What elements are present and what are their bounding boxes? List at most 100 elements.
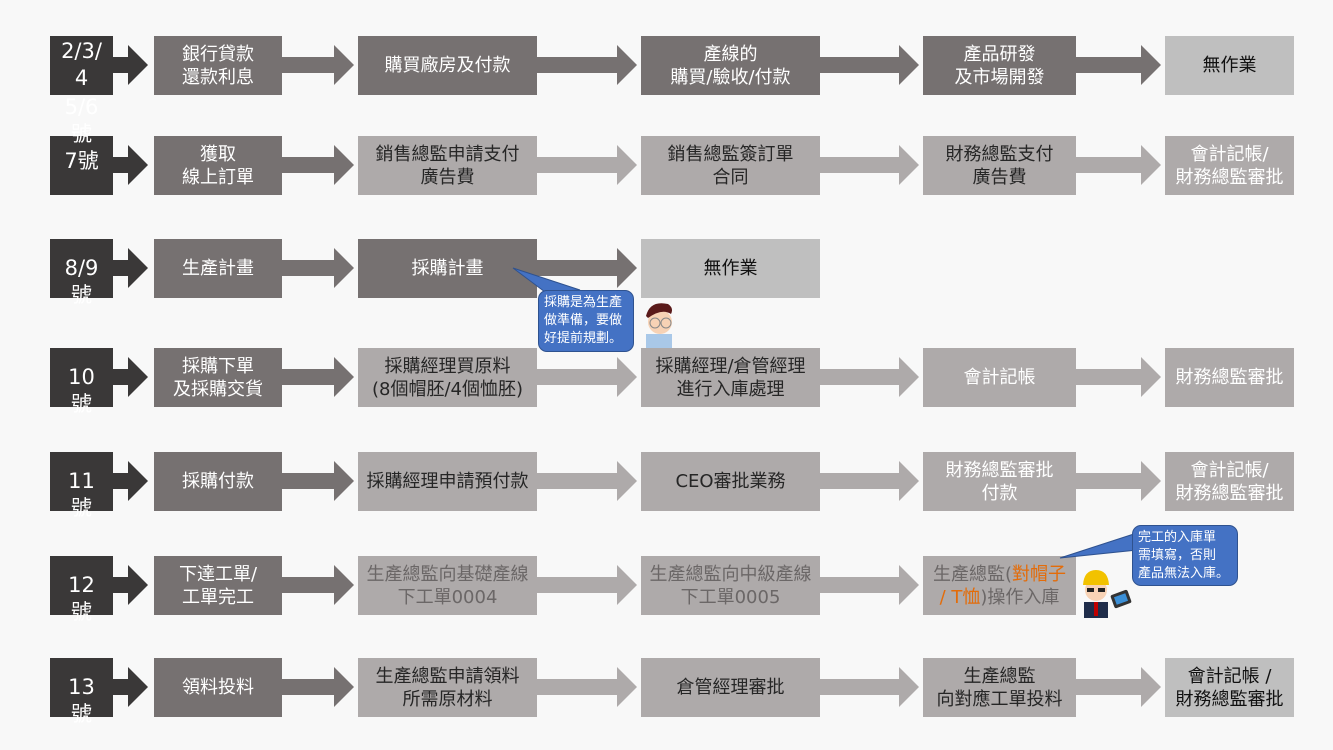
day-label: 2/3/ 4: [61, 39, 102, 90]
arrow-head: [128, 565, 148, 605]
step-label: 生產總監申請領料 所需原材料: [375, 665, 520, 710]
step-label: CEO審批業務: [675, 471, 786, 492]
process-step[interactable]: 會計記帳/ 財務總監審批: [1165, 136, 1294, 195]
process-step[interactable]: 購買廠房及付款: [358, 36, 537, 95]
step-label: 生產總監 向對應工單投料: [936, 665, 1063, 710]
process-step[interactable]: 無作業: [641, 239, 820, 298]
process-step[interactable]: 倉管經理審批: [641, 658, 820, 717]
process-step[interactable]: 財務總監審批 付款: [923, 452, 1076, 511]
process-step[interactable]: 產線的 購買/驗收/付款: [641, 36, 820, 95]
arrow-shaft: [1076, 473, 1143, 489]
process-step[interactable]: 採購付款: [154, 452, 282, 511]
arrow-icon: [113, 145, 148, 185]
process-step[interactable]: 採購經理買原料 (8個帽胚/4個恤胚): [358, 348, 537, 407]
process-step[interactable]: 採購經理/倉管經理 進行入庫處理: [641, 348, 820, 407]
step-label: 生產總監(對帽子 / T恤)操作入庫: [933, 563, 1066, 609]
arrow-shaft: [1076, 679, 1143, 695]
arrow-icon: [113, 565, 148, 605]
arrow-shaft: [113, 157, 130, 173]
process-step[interactable]: 銀行貸款 還款利息: [154, 36, 282, 95]
arrow-icon: [282, 248, 354, 288]
arrow-icon: [537, 248, 637, 288]
arrow-icon: [113, 667, 148, 707]
step-label: 採購經理買原料 (8個帽胚/4個恤胚): [371, 355, 523, 400]
arrow-head: [899, 461, 919, 501]
arrow-head: [617, 145, 637, 185]
process-step[interactable]: 獲取 線上訂單: [154, 136, 282, 195]
step-label: 產品研發 及市場開發: [954, 43, 1045, 88]
arrow-shaft: [282, 679, 336, 695]
step-label: 銀行貸款 還款利息: [182, 43, 254, 88]
process-step[interactable]: 採購下單 及採購交貨: [154, 348, 282, 407]
arrow-shaft: [820, 369, 901, 385]
process-step[interactable]: 生產總監向基礎產線 下工單0004: [358, 556, 537, 615]
process-step[interactable]: 產品研發 及市場開發: [923, 36, 1076, 95]
arrow-head: [899, 145, 919, 185]
arrow-icon: [820, 145, 919, 185]
process-step[interactable]: 無作業: [1165, 36, 1294, 95]
process-step[interactable]: 採購經理申請預付款: [358, 452, 537, 511]
day-label-box: 12 號: [50, 556, 113, 624]
arrow-head: [617, 248, 637, 288]
arrow-icon: [1076, 145, 1161, 185]
arrow-shaft: [537, 260, 619, 276]
process-step[interactable]: 採購計畫: [358, 239, 537, 298]
arrow-icon: [537, 45, 637, 85]
arrow-head: [617, 357, 637, 397]
arrow-icon: [537, 461, 637, 501]
arrow-shaft: [537, 157, 619, 173]
process-step[interactable]: 生產總監 向對應工單投料: [923, 658, 1076, 717]
step-label: 會計記帳: [963, 367, 1036, 388]
step-label-pre: 生產總監(: [932, 563, 1013, 585]
step-label: 下達工單/ 工單完工: [178, 563, 258, 608]
arrow-icon: [820, 667, 919, 707]
step-label: 生產總監向基礎產線 下工單0004: [366, 563, 529, 608]
arrow-head: [334, 565, 354, 605]
arrow-shaft: [537, 369, 619, 385]
arrow-icon: [1076, 357, 1161, 397]
process-step[interactable]: 會計記帳/ 財務總監審批: [1165, 452, 1294, 511]
process-step[interactable]: 生產總監(對帽子 / T恤)操作入庫: [923, 556, 1076, 615]
step-label-highlight: 對帽子 / T恤: [939, 563, 1067, 608]
arrow-head: [617, 461, 637, 501]
process-step[interactable]: CEO審批業務: [641, 452, 820, 511]
arrow-icon: [282, 461, 354, 501]
arrow-shaft: [820, 679, 901, 695]
arrow-icon: [282, 45, 354, 85]
arrow-head: [1141, 461, 1161, 501]
arrow-shaft: [537, 679, 619, 695]
arrow-icon: [113, 45, 148, 85]
process-step[interactable]: 會計記帳 / 財務總監審批: [1165, 658, 1294, 717]
process-step[interactable]: 會計記帳: [923, 348, 1076, 407]
step-label: 無作業: [1202, 55, 1257, 76]
arrow-head: [128, 667, 148, 707]
arrow-shaft: [282, 473, 336, 489]
day-label: 8/9 號: [64, 256, 99, 307]
arrow-icon: [282, 667, 354, 707]
process-step[interactable]: 財務總監支付 廣告費: [923, 136, 1076, 195]
step-label: 採購付款: [182, 471, 254, 492]
process-step[interactable]: 生產總監向中級產線 下工單0005: [641, 556, 820, 615]
step-label: 採購經理/倉管經理 進行入庫處理: [655, 355, 806, 400]
arrow-icon: [113, 248, 148, 288]
step-label: 購買廠房及付款: [384, 55, 511, 76]
step-label: 會計記帳 / 財務總監審批: [1175, 665, 1284, 710]
process-step[interactable]: 銷售總監申請支付 廣告費: [358, 136, 537, 195]
process-step[interactable]: 下達工單/ 工單完工: [154, 556, 282, 615]
day-label-box: 8/9 號: [50, 239, 113, 307]
process-step[interactable]: 生產總監申請領料 所需原材料: [358, 658, 537, 717]
arrow-head: [334, 357, 354, 397]
manager-character-icon: [646, 303, 672, 348]
day-label: 10 號: [68, 365, 95, 416]
arrow-icon: [537, 145, 637, 185]
arrow-head: [128, 461, 148, 501]
step-label: 財務總監支付 廣告費: [945, 143, 1054, 188]
process-step[interactable]: 生產計畫: [154, 239, 282, 298]
day-label-box: 11 號: [50, 452, 113, 520]
arrow-shaft: [820, 57, 901, 73]
process-step[interactable]: 財務總監審批: [1165, 348, 1294, 407]
arrow-head: [1141, 357, 1161, 397]
process-step[interactable]: 領料投料: [154, 658, 282, 717]
arrow-head: [334, 145, 354, 185]
process-step[interactable]: 銷售總監簽訂單 合同: [641, 136, 820, 195]
